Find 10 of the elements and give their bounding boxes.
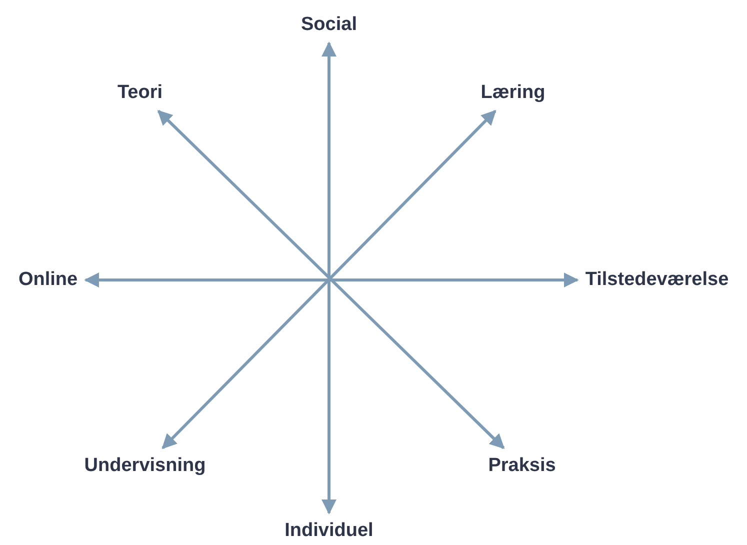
double-arrow (322, 42, 336, 514)
double-arrow (84, 272, 579, 288)
axis-label: Social (299, 13, 359, 37)
axis-label: Individuel (282, 519, 376, 543)
axis-label: Læring (478, 81, 548, 105)
axis-label: Online (16, 268, 80, 292)
axis-label: Tilstedeværelse (583, 268, 731, 292)
axis-label: Undervisning (82, 454, 208, 478)
axis-label: Teori (115, 81, 165, 105)
axis-label: Praksis (486, 454, 558, 478)
